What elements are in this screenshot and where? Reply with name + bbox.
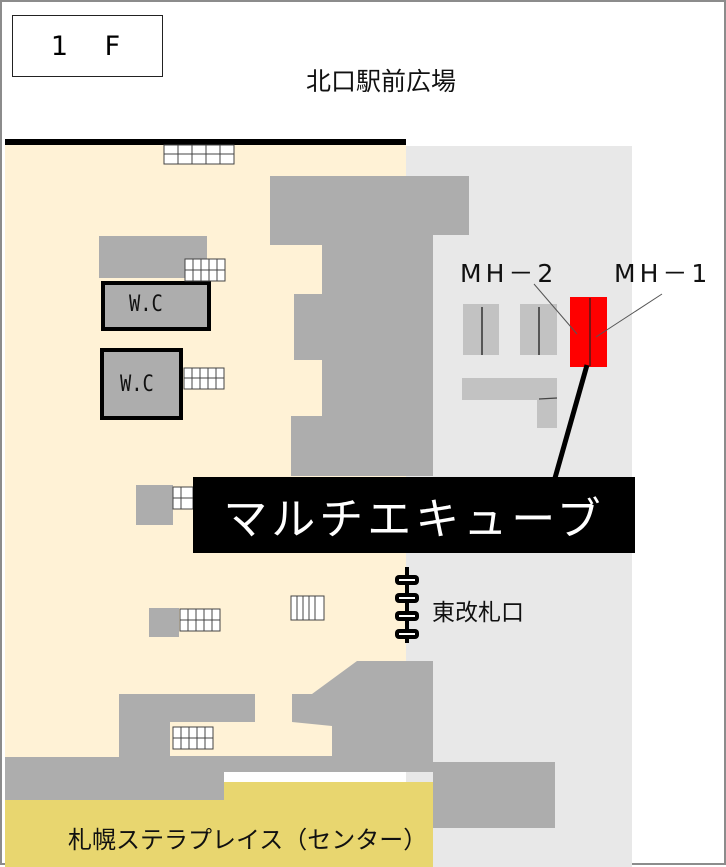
unit-label-mh1: MH－1 [614,259,712,288]
stairs-icon [179,608,221,632]
multi-cube-callout: マルチエキューブ [193,477,635,553]
restroom-label: W.C [119,372,154,397]
restroom-1 [101,281,211,331]
unit-label-mh2: MH－2 [460,259,558,288]
restroom-2 [100,348,183,420]
structure-block [149,608,179,637]
structure-block [433,762,555,828]
lower-structure [5,661,433,800]
central-structure [270,176,469,476]
multi-cube-units[interactable] [570,297,607,367]
plaza-label: 北口駅前広場 [306,67,457,96]
stairs-icon [172,726,214,750]
stellar-place-building [5,782,433,867]
stairs-icon [184,258,226,282]
structure-block [136,485,173,525]
kiosk [463,304,499,355]
stairs-icon [183,367,225,390]
stairs-icon [172,486,194,510]
east-gate-label: 東改札口 [432,600,524,626]
north-wall [5,139,406,145]
stellar-place-label: 札幌ステラプレイス（センター） [68,826,428,854]
ticket-gate-icon [395,567,419,643]
stairs-icon [163,144,235,165]
floor-indicator: 1 F [12,15,163,77]
kiosk-l-shape [462,378,557,428]
escalator-icon [290,595,325,621]
restroom-label: W.C [128,292,163,317]
